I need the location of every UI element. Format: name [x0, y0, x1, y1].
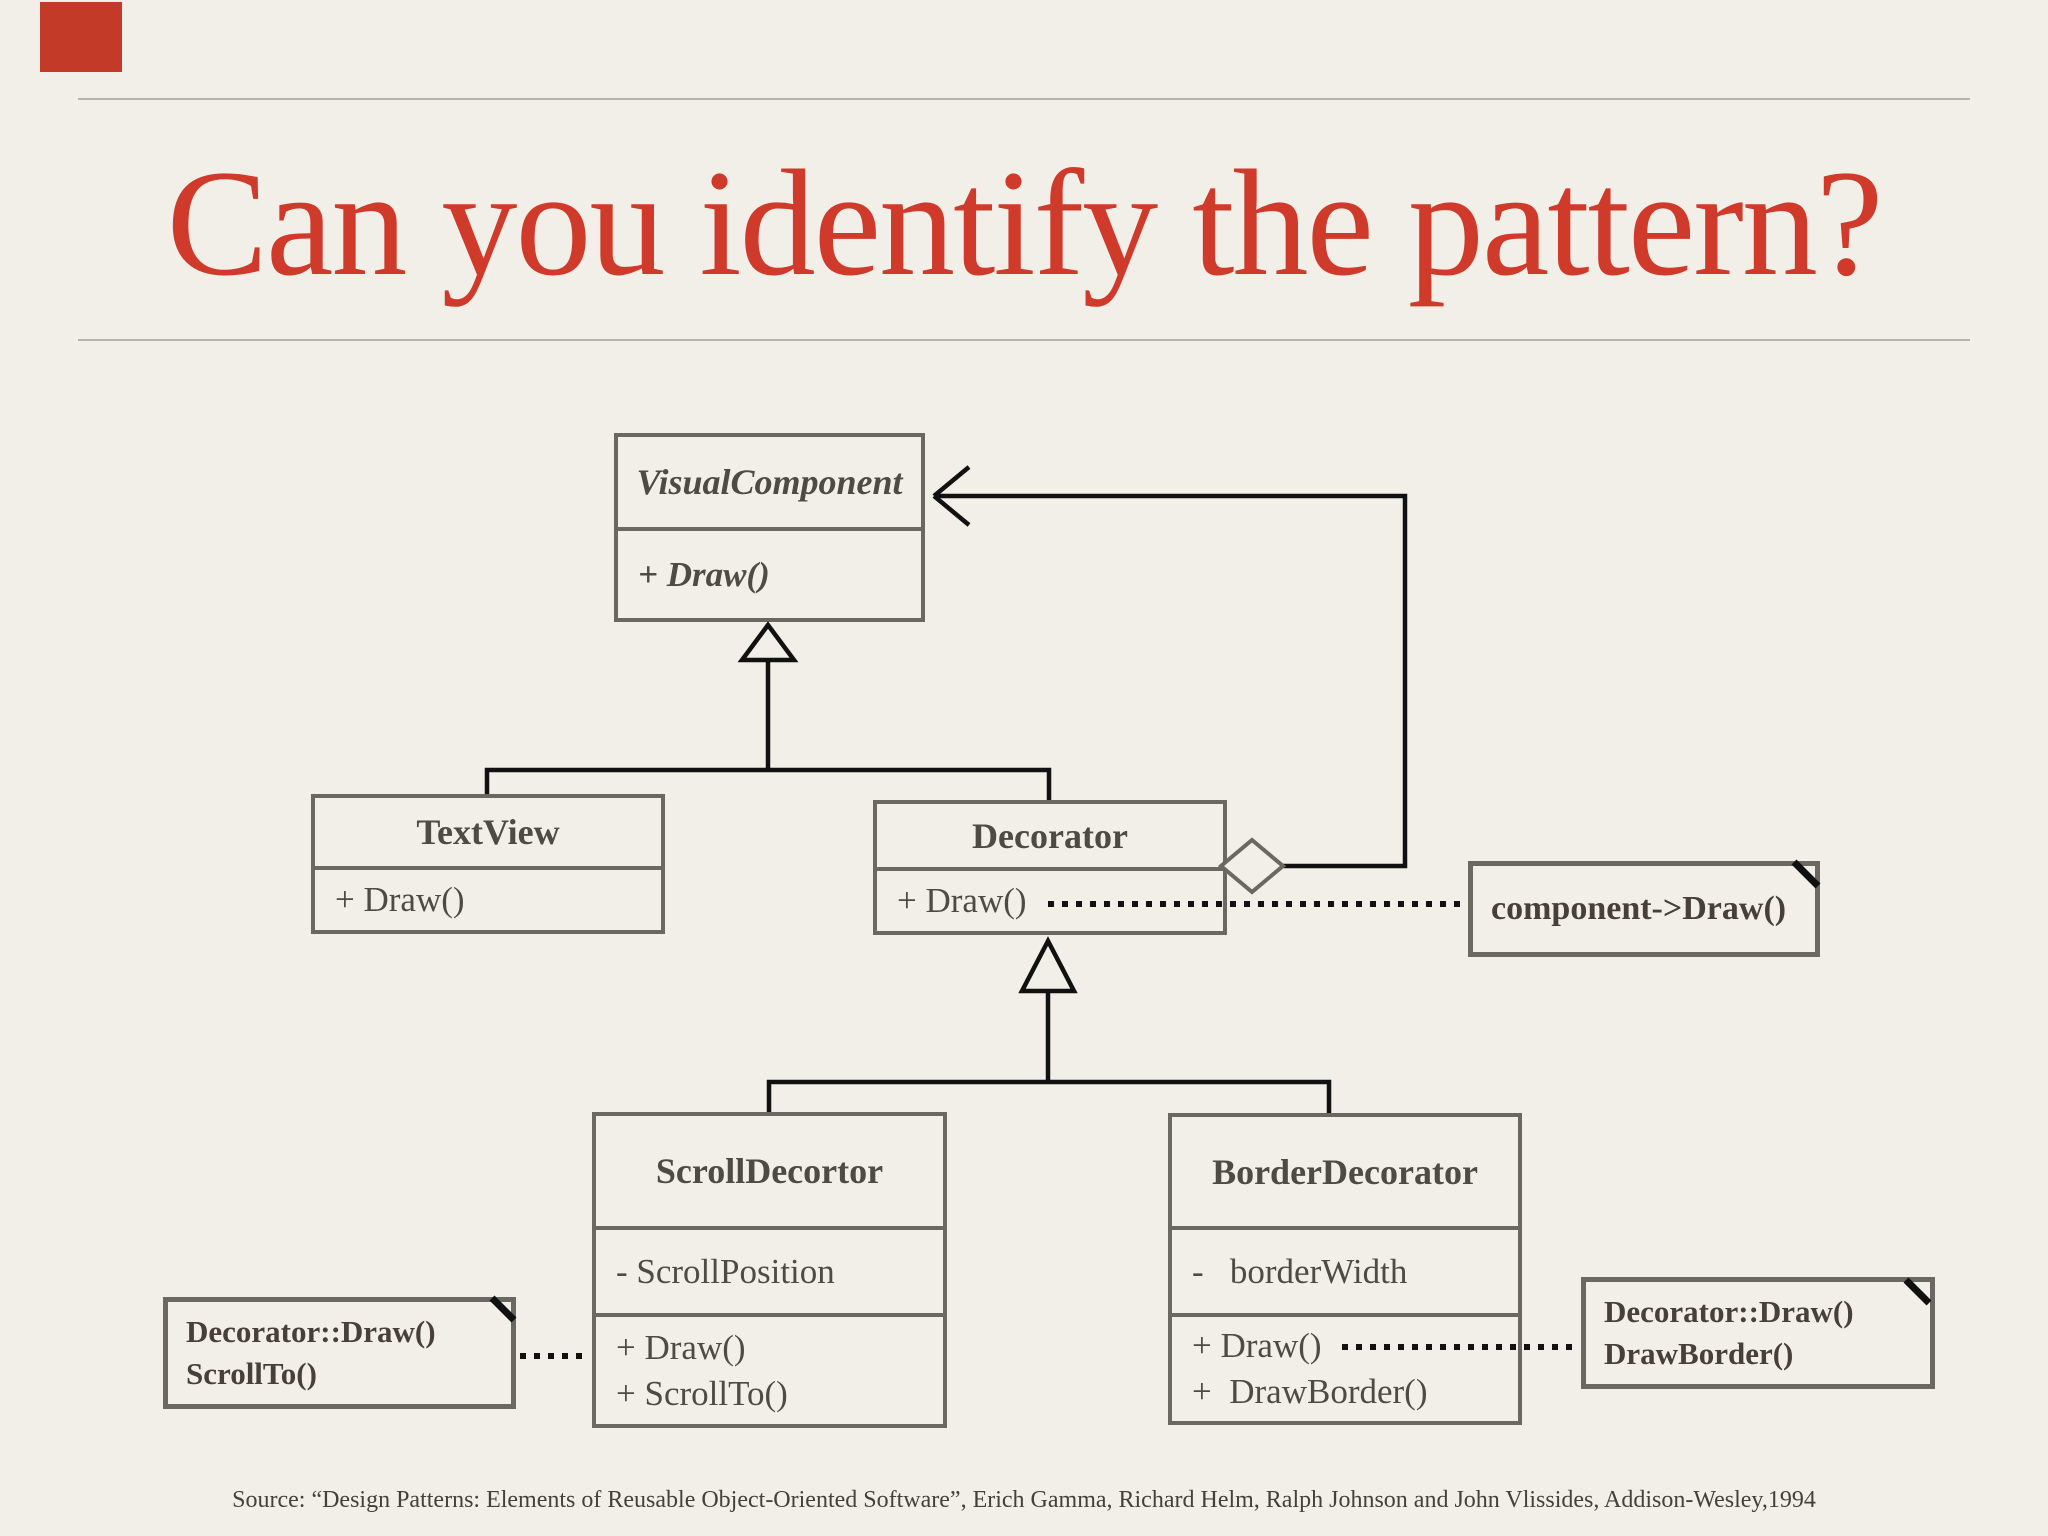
- class-methods: + Draw() + ScrollTo(): [596, 1313, 943, 1424]
- note-drawborder: Decorator::Draw() DrawBorder(): [1581, 1277, 1935, 1389]
- attribute: - ScrollPosition: [616, 1251, 835, 1291]
- note-text: Decorator::Draw(): [1604, 1294, 1854, 1329]
- note-text: DrawBorder(): [1604, 1336, 1794, 1371]
- triangle-icon-visualcomponent: [737, 621, 799, 663]
- class-decorator: Decorator + Draw(): [873, 800, 1227, 935]
- class-textview: TextView + Draw(): [311, 794, 665, 934]
- attribute: - borderWidth: [1192, 1251, 1408, 1291]
- aggregation-diamond-icon: [1217, 837, 1287, 895]
- method: + DrawBorder(): [1192, 1372, 1428, 1411]
- inheritance-lines-bottom: [766, 991, 1332, 1113]
- note-text: component->Draw(): [1491, 890, 1787, 927]
- divider-line-bottom: [78, 339, 1970, 341]
- note-component-draw: component->Draw(): [1468, 861, 1820, 957]
- method: + Draw(): [335, 880, 465, 919]
- method: + Draw(): [897, 881, 1027, 920]
- inheritance-lines-top: [484, 660, 1052, 800]
- class-attributes: - ScrollPosition: [596, 1226, 943, 1313]
- method: + Draw(): [638, 554, 770, 594]
- class-visualcomponent: VisualComponent + Draw(): [614, 433, 925, 622]
- class-name: TextView: [416, 812, 560, 852]
- method: + Draw(): [616, 1327, 746, 1367]
- class-name: VisualComponent: [636, 462, 903, 502]
- note-text: ScrollTo(): [186, 1356, 317, 1391]
- slide-title: Can you identify the pattern?: [166, 139, 1884, 307]
- note-text: Decorator::Draw(): [186, 1314, 436, 1349]
- class-methods: + Draw(): [315, 866, 661, 930]
- class-borderdecorator: BorderDecorator - borderWidth + Draw() +…: [1168, 1113, 1522, 1425]
- note-scrollto: Decorator::Draw() ScrollTo(): [163, 1297, 516, 1409]
- accent-square: [40, 2, 122, 72]
- class-methods: + Draw(): [877, 867, 1223, 931]
- class-methods: + Draw(): [618, 527, 921, 618]
- class-attributes: - borderWidth: [1172, 1226, 1518, 1313]
- open-arrow-icon: [932, 465, 971, 527]
- class-name: Decorator: [972, 815, 1128, 856]
- method: + ScrollTo(): [616, 1373, 788, 1413]
- class-name: BorderDecorator: [1212, 1151, 1478, 1192]
- class-name: ScrollDecortor: [655, 1151, 884, 1191]
- method: + Draw(): [1192, 1326, 1322, 1365]
- class-methods: + Draw() + DrawBorder(): [1172, 1313, 1518, 1421]
- triangle-icon-decorator: [1018, 936, 1078, 994]
- divider-line-top: [78, 98, 1970, 100]
- source-citation: Source: “Design Patterns: Elements of Re…: [232, 1487, 1816, 1513]
- class-scrolldecortor: ScrollDecortor - ScrollPosition + Draw()…: [592, 1112, 947, 1428]
